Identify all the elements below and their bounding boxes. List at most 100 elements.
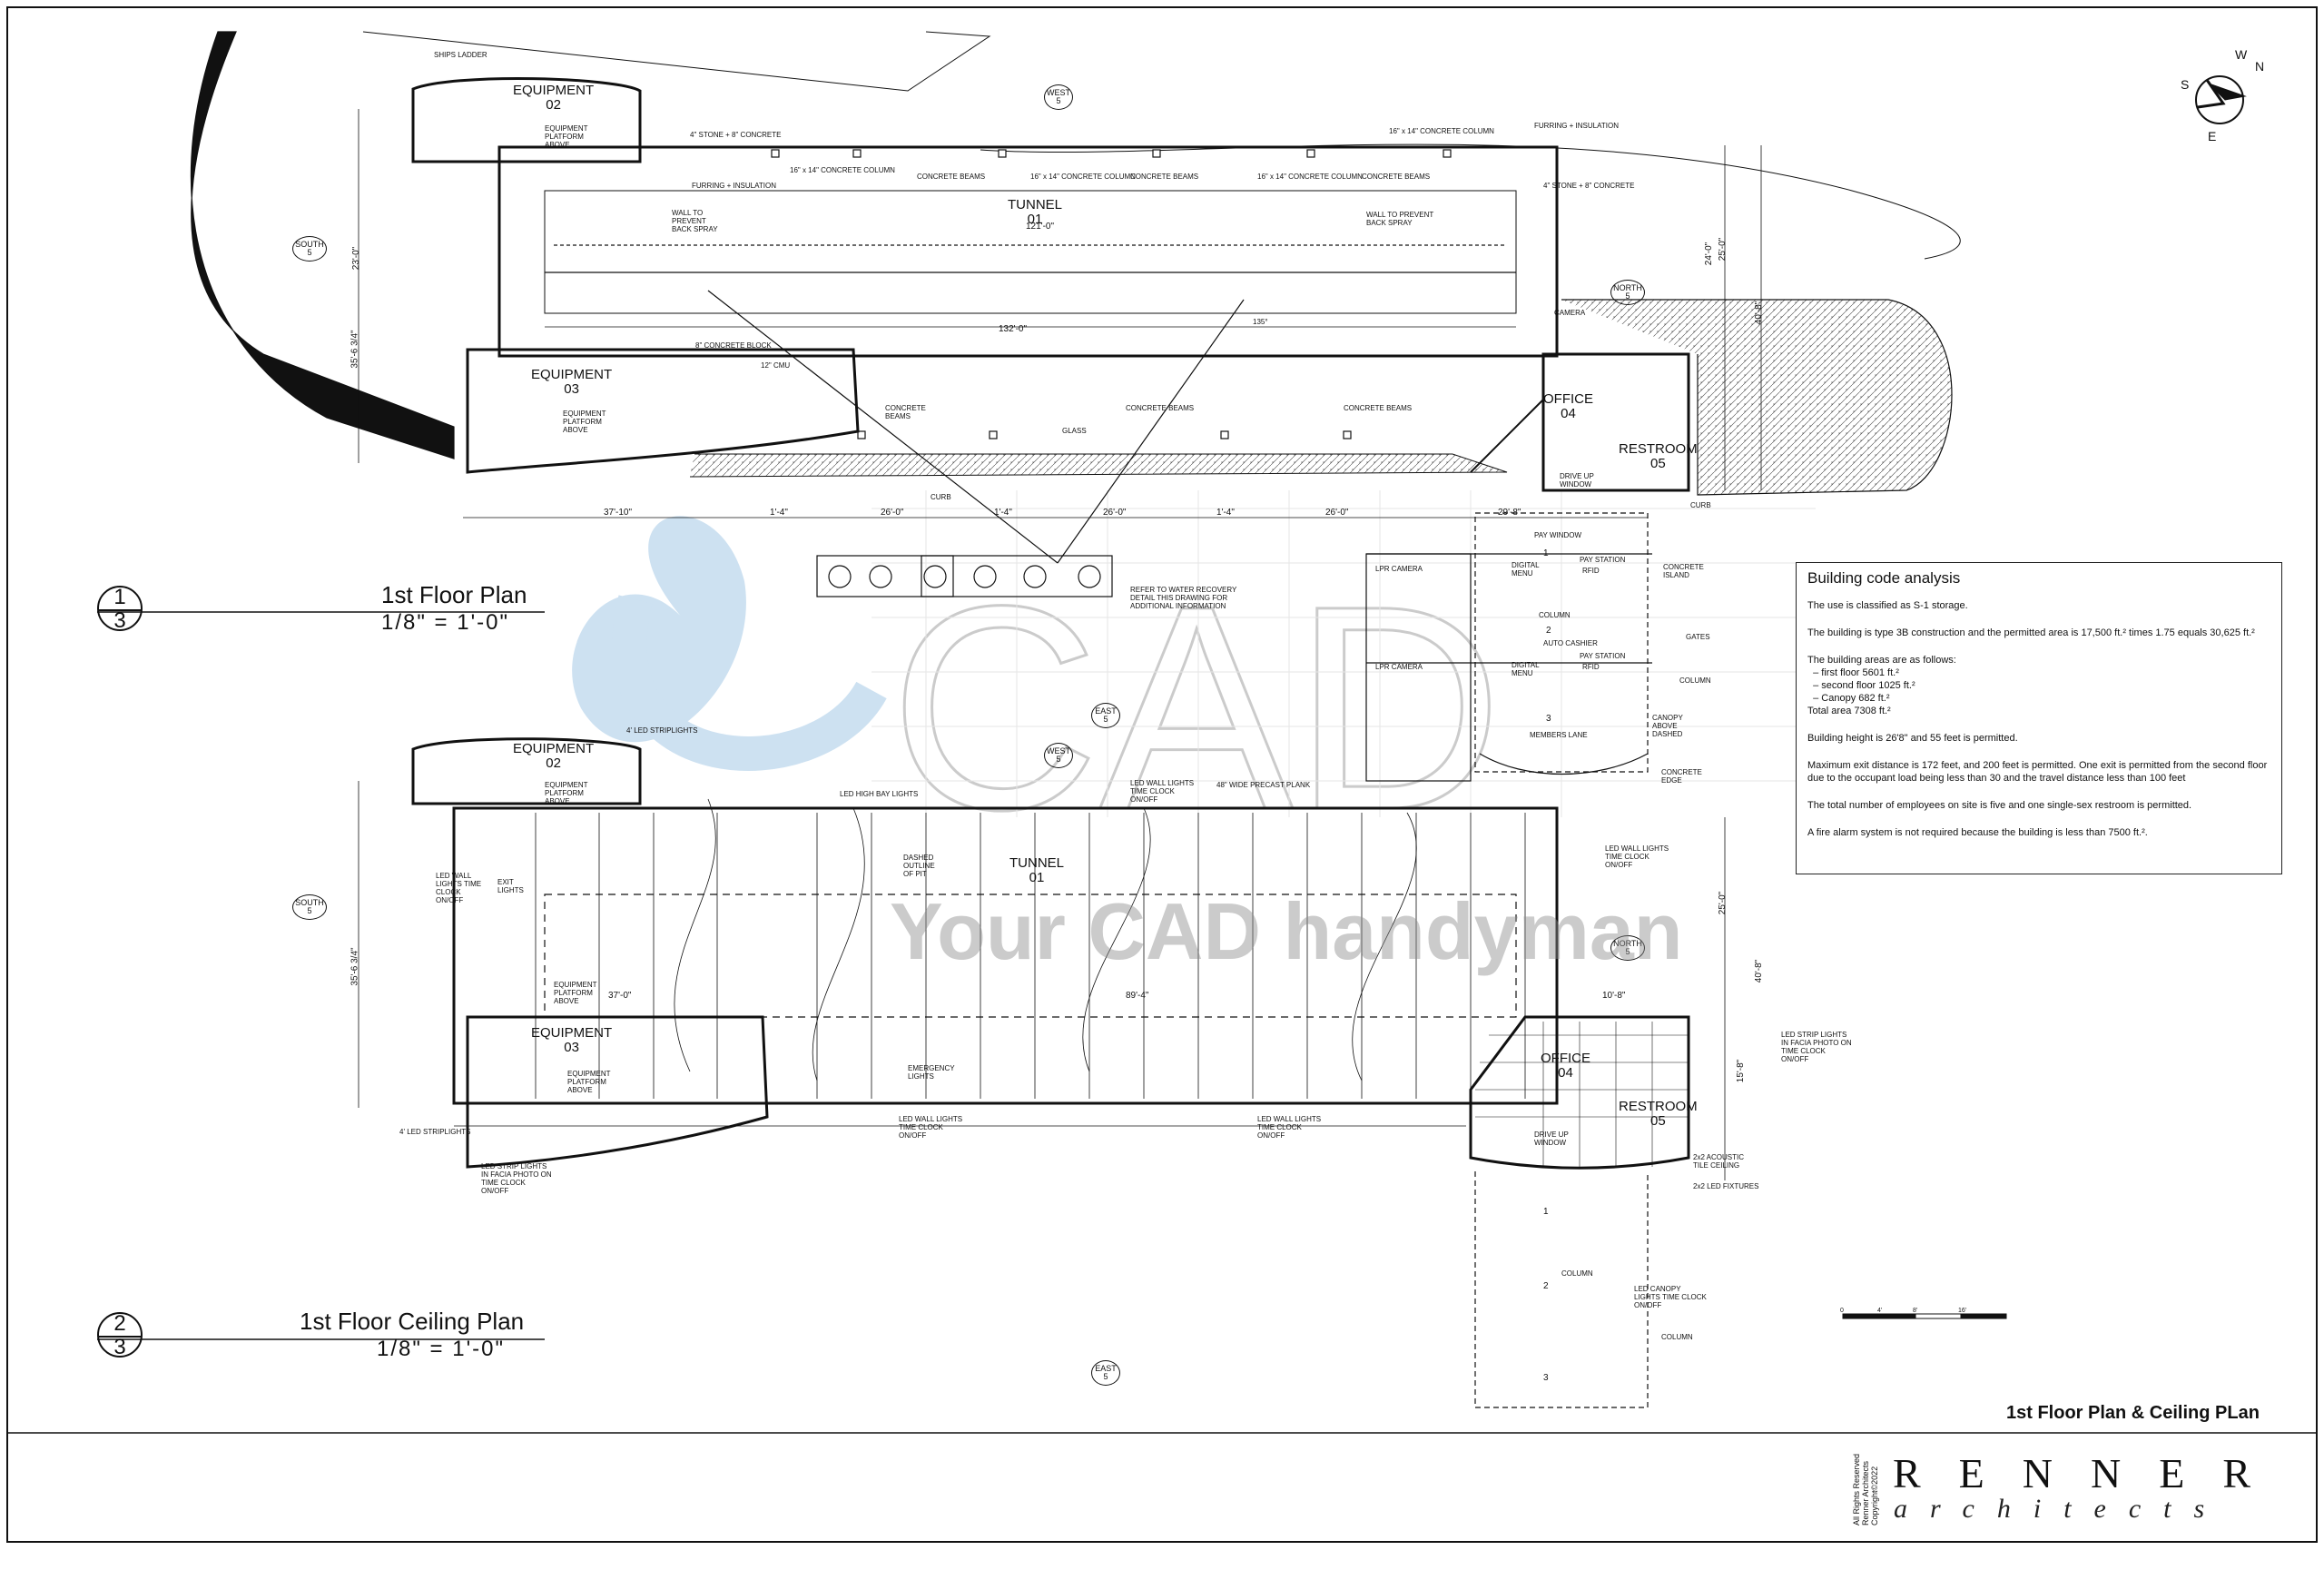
- ceiling-lane-2: 2: [1543, 1281, 1549, 1291]
- dim-ceiling-v4: 25'-0": [1718, 891, 1728, 915]
- label-beams-5: CONCRETE BEAMS: [1126, 404, 1195, 412]
- label-platform-above-4: EQUIPMENT PLATFORM ABOVE: [567, 1070, 611, 1094]
- label-column-8: COLUMN: [1661, 1333, 1693, 1341]
- label-led-canopy: LED CANOPY LIGHTS TIME CLOCK ON/OFF: [1634, 1285, 1707, 1309]
- dim-seg-b3: 26'-0": [1325, 508, 1349, 518]
- label-led-wall-lights-4: LED WALL LIGHTS TIME CLOCK ON/OFF: [1257, 1115, 1322, 1140]
- code-title: Building code analysis: [1807, 569, 1961, 587]
- compass-n: N: [2255, 59, 2265, 74]
- dim-v4: 25'-0": [1718, 237, 1728, 262]
- dim-v6: 24'-0": [1704, 242, 1715, 266]
- label-beams-3: CONCRETE BEAMS: [1362, 173, 1431, 181]
- dim-seg-c2: 1'-4": [994, 508, 1012, 518]
- label-camera: CAMERA: [1554, 309, 1586, 317]
- label-wall-prevent-2: WALL TO PREVENT BACK SPRAY: [1366, 211, 1434, 227]
- label-led-fixtures: 2x2 LED FIXTURES: [1693, 1182, 1759, 1190]
- plan2-number: 2: [113, 1311, 126, 1336]
- label-angle: 135°: [1253, 318, 1268, 326]
- dim-seg-b1: 26'-0": [881, 508, 904, 518]
- label-column-2: 16" x 14" CONCRETE COLUMN: [1030, 173, 1136, 181]
- label-led-wall-lights-3: LED WALL LIGHTS TIME CLOCK ON/OFF: [899, 1115, 963, 1140]
- label-led-striplights-2: 4' LED STRIPLIGHTS: [399, 1128, 471, 1136]
- dim-v2: 35'-6 3/4": [350, 330, 360, 369]
- dim-ceiling-v2: 35'-6 3/4": [350, 947, 360, 986]
- plan1-sheet: 3: [99, 609, 141, 632]
- plan1-title-bubble: 1 3: [97, 585, 143, 632]
- compass-s: S: [2181, 77, 2190, 92]
- label-water-recovery: REFER TO WATER RECOVERY DETAIL THIS DRAW…: [1130, 586, 1237, 610]
- label-ships-ladder: SHIPS LADDER: [434, 51, 487, 59]
- label-furring-2: FURRING + INSULATION: [1534, 122, 1619, 130]
- code-p5: Maximum exit distance is 172 feet, and 2…: [1807, 760, 2268, 784]
- label-acoustic-tile: 2x2 ACOUSTIC TILE CEILING: [1693, 1153, 1745, 1170]
- svg-text:CAD: CAD: [890, 545, 1503, 870]
- label-cmu: 12" CMU: [761, 361, 791, 370]
- label-exit-lights: EXIT LIGHTS: [497, 878, 524, 894]
- plan1-title: 1st Floor Plan: [381, 581, 527, 608]
- dim-ceiling-c: 10'-8": [1602, 991, 1626, 1001]
- label-platform-above-2: EQUIPMENT PLATFORM ABOVE: [554, 981, 597, 1005]
- copyright-notice: All Rights Reserved Renner Architects Co…: [1852, 1453, 1879, 1526]
- ceiling-lane-3: 3: [1543, 1373, 1549, 1383]
- label-wall-prevent: WALL TO PREVENT BACK SPRAY: [672, 209, 718, 233]
- code-p1: The use is classified as S-1 storage.: [1807, 600, 1968, 611]
- label-platform-above-3: EQUIPMENT PLATFORM ABOVE: [545, 781, 588, 805]
- label-beams-4: CONCRETE BEAMS: [885, 404, 926, 420]
- lane-1: 1: [1543, 548, 1549, 558]
- label-platform-above: EQUIPMENT PLATFORM ABOVE: [545, 124, 588, 149]
- north-arrow: [2195, 75, 2247, 124]
- label-dashed-pit: DASHED OUTLINE OF PIT: [903, 854, 935, 878]
- label-led-high-bay: LED HIGH BAY LIGHTS: [840, 790, 919, 798]
- code-p6: The total number of employees on site is…: [1807, 800, 2192, 811]
- label-led-wall-lights-2: LED WALL LIGHTS TIME CLOCK ON/OFF: [1605, 844, 1669, 869]
- label-rfid-1: RFID: [1582, 567, 1600, 575]
- code-p2: The building is type 3B construction and…: [1807, 627, 2255, 638]
- sheet-title: 1st Floor Plan & Ceiling PLan: [2006, 1403, 2260, 1423]
- compass-w: W: [2235, 47, 2248, 62]
- label-stone-concrete: 4" STONE + 8" CONCRETE: [690, 131, 782, 139]
- scale-bar: [1842, 1313, 2007, 1319]
- label-led-wall-lights-5: LED WALL LIGHTS TIME CLOCK ON/OFF: [436, 872, 482, 904]
- dim-seg-c3: 1'-4": [1216, 508, 1235, 518]
- plan1-number: 1: [113, 585, 126, 609]
- watermark-logo: CAD: [572, 490, 1816, 872]
- lane-2: 2: [1546, 626, 1551, 636]
- code-p4: Building height is 26'8" and 55 feet is …: [1807, 733, 2018, 744]
- label-digital-menu-2: DIGITAL MENU: [1512, 661, 1540, 677]
- label-concrete-edge: CONCRETE EDGE: [1661, 768, 1702, 785]
- lane-3: 3: [1546, 714, 1551, 724]
- dim-overall: 132'-0": [999, 324, 1028, 334]
- label-canopy-above: CANOPY ABOVE DASHED: [1652, 714, 1683, 738]
- ceiling-lane-1: 1: [1543, 1207, 1549, 1217]
- label-precast-plank: 48" WIDE PRECAST PLANK: [1216, 781, 1311, 789]
- label-furring: FURRING + INSULATION: [692, 182, 776, 190]
- plan2-scale: 1/8" = 1'-0": [377, 1337, 506, 1361]
- scale-4: 4': [1877, 1308, 1883, 1314]
- label-beams-1: CONCRETE BEAMS: [917, 173, 986, 181]
- label-concrete-block: 8" CONCRETE BLOCK: [695, 341, 772, 350]
- label-lpr-camera-1: LPR CAMERA: [1375, 565, 1423, 573]
- compass-e: E: [2208, 129, 2217, 143]
- label-led-wall-lights-1: LED WALL LIGHTS TIME CLOCK ON/OFF: [1130, 779, 1195, 804]
- label-auto-cashier: AUTO CASHIER: [1543, 639, 1598, 647]
- dim-v3: 40'-8": [1754, 301, 1765, 325]
- dim-v1: 23'-0": [351, 246, 362, 271]
- scale-0: 0: [1840, 1308, 1844, 1314]
- dim-seg-a: 37'-10": [604, 508, 633, 518]
